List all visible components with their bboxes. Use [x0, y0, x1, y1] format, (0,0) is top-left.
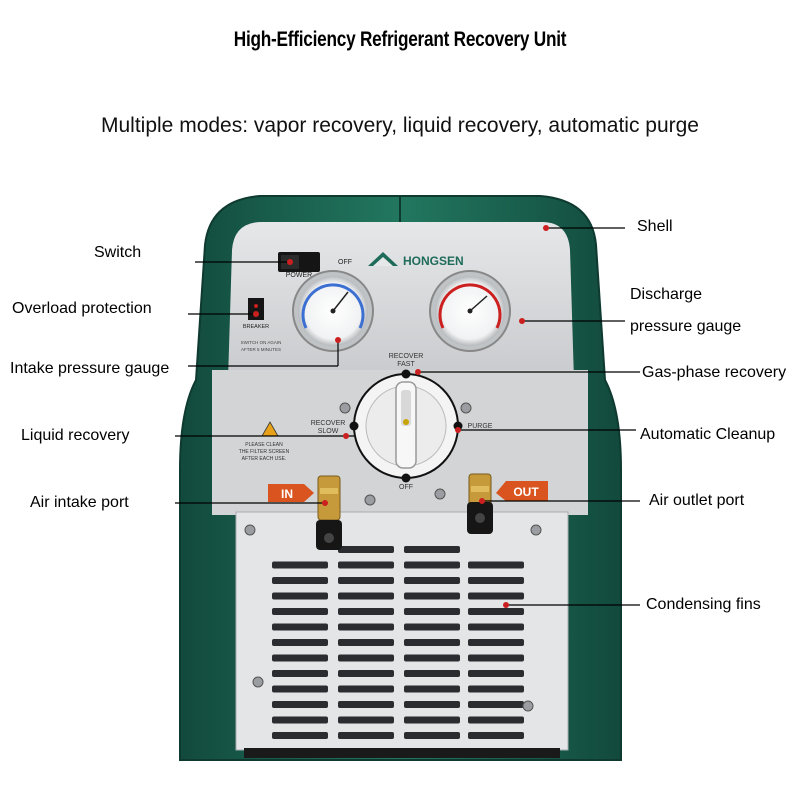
knob-label-recover-fast-1: RECOVER — [389, 353, 424, 360]
fin-slot — [468, 577, 524, 584]
warning-text-2: THE FILTER SCREEN — [239, 449, 290, 455]
fin-slot — [404, 639, 460, 646]
brand-logo: HONGSEN — [368, 252, 464, 268]
fin-slot — [404, 732, 460, 739]
fin-slot — [468, 685, 524, 693]
fin-slot — [272, 654, 328, 662]
fin-slot — [272, 608, 328, 615]
fin-slot — [272, 732, 328, 739]
label-overload-protection: Overload protection — [12, 300, 152, 317]
fin-slot — [468, 732, 524, 739]
fin-slot — [272, 561, 328, 569]
base-foot — [244, 748, 560, 758]
air-intake-port[interactable] — [316, 475, 342, 550]
label-air-intake-port: Air intake port — [30, 494, 129, 511]
page-title: High-Efficiency Refrigerant Recovery Uni… — [233, 28, 567, 51]
fin-slot — [404, 623, 460, 631]
fin-slot — [404, 546, 460, 553]
fin-slot — [272, 685, 328, 693]
fin-slot — [468, 608, 524, 615]
fin-slot — [468, 716, 524, 724]
warning-text-1: PLEASE CLEAN — [245, 442, 283, 448]
label-discharge-line1: Discharge — [630, 286, 703, 303]
leader-lines — [175, 227, 640, 606]
intake-pressure-gauge — [292, 270, 374, 352]
fin-slot — [468, 654, 524, 662]
fin-slot — [338, 701, 394, 708]
fin-slot — [272, 592, 328, 600]
fin-slot — [404, 701, 460, 708]
power-label: POWER — [286, 272, 312, 279]
fin-slot — [468, 670, 524, 677]
fin-slot — [338, 716, 394, 724]
fin-slot — [404, 670, 460, 677]
fin-slot — [338, 654, 394, 662]
label-automatic-cleanup: Automatic Cleanup — [640, 426, 776, 443]
discharge-pressure-gauge — [429, 270, 511, 352]
fin-slot — [404, 685, 460, 693]
fin-housing — [235, 511, 569, 751]
fin-slot — [272, 623, 328, 631]
condensing-fins — [272, 546, 524, 739]
fin-slot — [338, 546, 394, 553]
fin-slot — [338, 623, 394, 631]
fin-slot — [404, 577, 460, 584]
switch-off-label: OFF — [338, 259, 352, 266]
breaker-note-2: AFTER 5 MINUTES — [241, 347, 281, 352]
fin-slot — [338, 561, 394, 569]
screws — [244, 402, 542, 712]
fin-slot — [272, 716, 328, 724]
fin-slot — [468, 561, 524, 569]
out-label: OUT — [513, 485, 539, 499]
fin-slot — [404, 716, 460, 724]
label-air-outlet-port: Air outlet port — [649, 492, 745, 509]
air-outlet-port[interactable] — [467, 473, 493, 534]
fin-slot — [404, 654, 460, 662]
fin-slot — [338, 670, 394, 677]
breaker-label: BREAKER — [243, 324, 269, 330]
mode-selector-knob[interactable] — [353, 373, 459, 479]
knob-label-off: OFF — [399, 484, 413, 491]
out-badge: OUT — [496, 481, 548, 501]
fin-slot — [338, 592, 394, 600]
fin-slot — [272, 639, 328, 646]
label-gas-phase-recovery: Gas-phase recovery — [642, 364, 787, 381]
label-liquid-recovery: Liquid recovery — [21, 427, 130, 444]
label-condensing-fins: Condensing fins — [646, 596, 761, 613]
fin-slot — [338, 685, 394, 693]
fin-slot — [404, 592, 460, 600]
page-subtitle: Multiple modes: vapor recovery, liquid r… — [101, 114, 699, 137]
fin-slot — [272, 670, 328, 677]
label-shell: Shell — [637, 218, 673, 235]
fin-slot — [338, 577, 394, 584]
brand-name: HONGSEN — [403, 254, 464, 268]
knob-label-purge: PURGE — [468, 423, 493, 430]
in-badge: IN — [268, 484, 314, 502]
fin-slot — [338, 639, 394, 646]
label-intake-pressure-gauge: Intake pressure gauge — [10, 360, 170, 377]
fin-slot — [272, 577, 328, 584]
fin-slot — [468, 639, 524, 646]
fin-slot — [404, 561, 460, 569]
warning-text-3: AFTER EACH USE. — [242, 456, 287, 462]
in-label: IN — [281, 487, 293, 501]
knob-label-recover-fast-2: FAST — [397, 361, 415, 368]
knob-label-recover-slow-1: RECOVER — [311, 420, 346, 427]
fin-slot — [468, 592, 524, 600]
label-switch: Switch — [94, 244, 142, 261]
fin-slot — [468, 701, 524, 708]
leader-dots — [253, 225, 549, 608]
breaker-note-1: SWITCH ON AGAIN — [241, 340, 282, 345]
fin-slot — [272, 701, 328, 708]
label-discharge-line2: pressure gauge — [630, 318, 742, 335]
fin-slot — [468, 623, 524, 631]
fin-slot — [404, 608, 460, 615]
fin-slot — [338, 732, 394, 739]
fin-slot — [338, 608, 394, 615]
knob-label-recover-slow-2: SLOW — [318, 428, 339, 435]
